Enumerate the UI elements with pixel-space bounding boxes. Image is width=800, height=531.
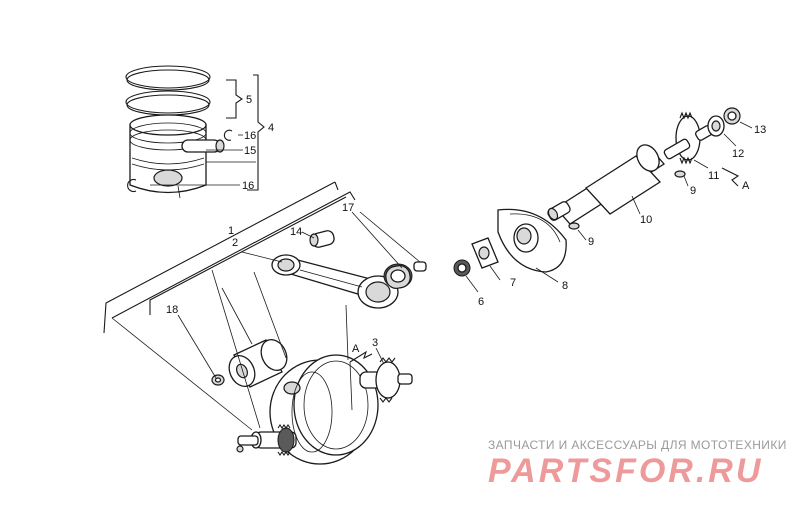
bracket-5	[226, 79, 243, 119]
key-9-lower	[568, 222, 580, 230]
callout-7: 7	[510, 277, 516, 289]
callout-3: 3	[372, 337, 378, 349]
callout-13: 13	[754, 124, 766, 136]
callout-15: 15	[244, 145, 256, 157]
callout-A-lower: A	[352, 343, 360, 355]
big-end-needle-bearing	[383, 263, 413, 289]
circlip-upper	[223, 129, 233, 141]
group-bracket-1	[103, 181, 336, 334]
connecting-rod	[271, 254, 399, 309]
plate-7	[471, 237, 499, 269]
crank-pin	[413, 261, 427, 272]
piston	[129, 114, 207, 199]
callout-labels: 1 2 3 4 5 6 7 8 9 9 10 11 12 13 14 15 16…	[166, 94, 766, 355]
bracket-4	[247, 74, 265, 191]
callout-6: 6	[478, 296, 484, 308]
crankshaft-flywheel	[236, 354, 413, 465]
callout-2: 2	[232, 237, 238, 249]
crank-web	[497, 208, 567, 273]
group-bracket-2	[111, 191, 356, 319]
washer-18	[211, 374, 225, 386]
callout-8: 8	[562, 280, 568, 292]
callout-5: 5	[246, 94, 252, 106]
callout-12: 12	[732, 148, 744, 160]
callout-11: 11	[708, 170, 719, 182]
callout-4: 4	[268, 122, 274, 134]
key-9-upper	[674, 170, 686, 178]
watermark-tagline: ЗАПЧАСТИ И АКСЕССУАРЫ ДЛЯ МОТОТЕХНИКИ	[488, 438, 787, 452]
callout-1: 1	[228, 225, 234, 237]
piston-rings	[125, 65, 211, 116]
main-bush	[228, 338, 288, 388]
callout-9-upper: 9	[690, 185, 696, 197]
callout-14: 14	[290, 226, 302, 238]
watermark-logo: PARTSFOR.RU	[488, 452, 764, 490]
callout-17: 17	[342, 202, 354, 214]
callout-18: 18	[166, 304, 178, 316]
callout-9-lower: 9	[588, 236, 594, 248]
callout-A-upper: A	[742, 180, 750, 192]
direction-arrow-upper	[721, 167, 740, 187]
piston-pin	[181, 139, 225, 153]
circlip-lower	[127, 178, 137, 193]
direction-arrow-lower	[349, 350, 373, 363]
callout-16-lower: 16	[242, 180, 254, 192]
callout-16-upper: 16	[244, 130, 256, 142]
nut-13	[723, 107, 741, 125]
small-end-bush	[309, 230, 335, 248]
callout-10: 10	[640, 214, 652, 226]
washer-12	[707, 115, 725, 137]
output-shaft	[547, 111, 713, 225]
nut-6	[453, 259, 471, 277]
